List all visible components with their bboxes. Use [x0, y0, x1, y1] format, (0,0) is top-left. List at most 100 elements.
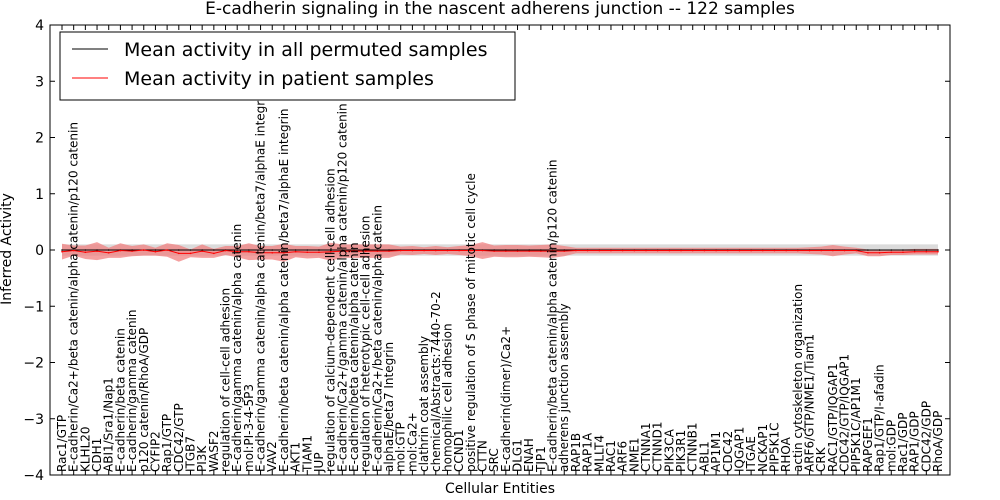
x-tick-label: SRC — [487, 448, 501, 472]
x-tick-label: RAP1A — [581, 432, 595, 472]
y-tick-label: 3 — [35, 74, 44, 90]
y-tick-label: 2 — [35, 131, 44, 147]
x-tick-label: CTNNB1 — [686, 422, 700, 472]
data-point-s1-69 — [867, 252, 869, 254]
data-point-s1-37 — [493, 250, 495, 252]
x-tick-label: PIK3CA — [662, 428, 676, 472]
x-tick-label: RAC1 — [604, 440, 618, 472]
data-point-s0-72 — [902, 249, 904, 251]
data-point-s0-71 — [890, 249, 893, 251]
data-point-s1-13 — [213, 252, 215, 255]
data-point-s1-71 — [890, 251, 893, 254]
x-tick-label: JUP — [312, 452, 326, 473]
x-axis-label: Cellular Entities — [445, 481, 555, 497]
x-tick-label: CTTN — [475, 440, 489, 472]
data-point-s1-74 — [925, 250, 928, 253]
x-tick-label: CTNNA1 — [639, 422, 653, 472]
data-point-s1-22 — [318, 251, 320, 254]
data-point-s0-2 — [84, 249, 87, 251]
data-point-s0-37 — [493, 249, 495, 251]
data-point-s1-25 — [353, 250, 355, 252]
data-point-s1-68 — [855, 249, 858, 252]
y-tick-label: −2 — [23, 356, 44, 372]
data-point-s1-11 — [189, 252, 192, 255]
x-tick-label: NCKAP1 — [756, 424, 770, 472]
data-point-s1-75 — [937, 250, 939, 253]
x-tick-label: AKT1 — [289, 442, 303, 472]
x-tick-label: PIK3R1 — [674, 430, 688, 472]
data-point-s0-69 — [867, 249, 869, 251]
data-point-s0-20 — [294, 249, 297, 251]
data-point-s0-40 — [528, 249, 530, 251]
x-tick-label: ABI1/Sra1/Nap1 — [102, 377, 116, 472]
legend-box — [59, 31, 516, 101]
data-point-s0-12 — [201, 249, 203, 251]
data-point-s0-26 — [364, 249, 367, 251]
y-tick-label: −3 — [23, 412, 44, 428]
x-tick-label: E-cadherin/beta catenin — [113, 328, 127, 472]
data-point-s1-39 — [516, 250, 519, 252]
x-tick-label: ABL1 — [697, 441, 711, 472]
x-tick-label: regulation of heterotypic cell-cell adhe… — [359, 216, 373, 472]
x-tick-label: E-cadherin/gamma catenin/alpha catenin/b… — [254, 90, 268, 472]
data-point-s1-20 — [294, 250, 297, 253]
x-tick-label: RAC1/GTP/IQGAP1 — [826, 363, 840, 472]
data-point-s1-9 — [166, 249, 168, 251]
x-tick-label: TIAM1 — [300, 435, 314, 473]
x-tick-label: CDC42/GDP — [919, 401, 933, 472]
x-tick-label: ARF6/GTP/NME1/Tiam1 — [803, 334, 817, 472]
data-point-s1-12 — [201, 250, 203, 252]
x-tick-label: CDC42 — [721, 431, 735, 472]
data-point-s1-0 — [61, 250, 63, 253]
data-point-s1-60 — [762, 249, 764, 252]
y-axis-label: Inferred Activity — [0, 193, 15, 305]
x-tick-label: Rac1/GDP — [896, 413, 910, 472]
x-tick-label: WASF2 — [207, 430, 221, 472]
x-tick-label: actin cytoskeleton organization — [791, 284, 805, 472]
data-point-s0-19 — [283, 249, 285, 251]
data-point-s1-35 — [470, 249, 472, 252]
data-point-s1-53 — [680, 249, 682, 252]
x-tick-label: RHOA — [779, 436, 793, 472]
data-point-s1-45 — [586, 249, 589, 252]
data-point-s1-18 — [271, 252, 274, 254]
data-point-s0-10 — [178, 249, 180, 251]
data-point-s0-28 — [388, 249, 390, 251]
data-point-s1-70 — [878, 252, 881, 254]
data-point-s1-1 — [72, 249, 75, 252]
data-point-s0-74 — [925, 249, 928, 251]
data-point-s1-38 — [505, 250, 507, 252]
x-tick-label: CTNND1 — [651, 421, 665, 472]
x-tick-label: regulation of cell-cell adhesion — [219, 288, 233, 472]
legend: Mean activity in all permuted samples Me… — [59, 31, 516, 101]
data-point-s0-15 — [236, 249, 238, 251]
data-point-s1-61 — [773, 249, 776, 252]
x-tick-label: DLG1 — [511, 439, 525, 472]
x-tick-label: E-cadherin/gamma catenin/alpha catenin — [230, 224, 244, 472]
data-point-s1-27 — [376, 250, 379, 252]
data-point-s0-25 — [353, 249, 355, 251]
x-tick-label: E-cadherin/Ca2+/beta catenin/alpha caten… — [370, 205, 384, 472]
x-tick-label: ARF6 — [616, 441, 630, 472]
data-point-s1-10 — [178, 252, 180, 255]
data-point-s0-41 — [540, 249, 542, 251]
data-point-s1-52 — [668, 249, 671, 252]
data-point-s1-59 — [750, 249, 752, 252]
data-point-s1-31 — [423, 249, 425, 252]
data-point-s0-17 — [259, 249, 262, 251]
data-point-s1-63 — [797, 249, 799, 252]
x-tick-label: chemical/Abstracts:7440-70-2 — [429, 291, 443, 472]
data-point-s0-22 — [318, 249, 320, 251]
x-tick-label: CCND1 — [452, 429, 466, 472]
data-point-s0-6 — [131, 249, 133, 251]
data-point-s1-5 — [119, 249, 122, 252]
data-point-s1-4 — [107, 252, 110, 254]
data-point-s1-2 — [84, 251, 87, 254]
data-point-s1-16 — [248, 250, 250, 253]
y-tick-label: 1 — [35, 187, 44, 203]
data-point-s0-39 — [516, 249, 519, 251]
data-point-s0-8 — [154, 249, 157, 251]
data-point-s1-14 — [224, 249, 227, 252]
x-tick-label: VAV2 — [265, 441, 279, 472]
y-tick-label: −1 — [23, 299, 44, 315]
